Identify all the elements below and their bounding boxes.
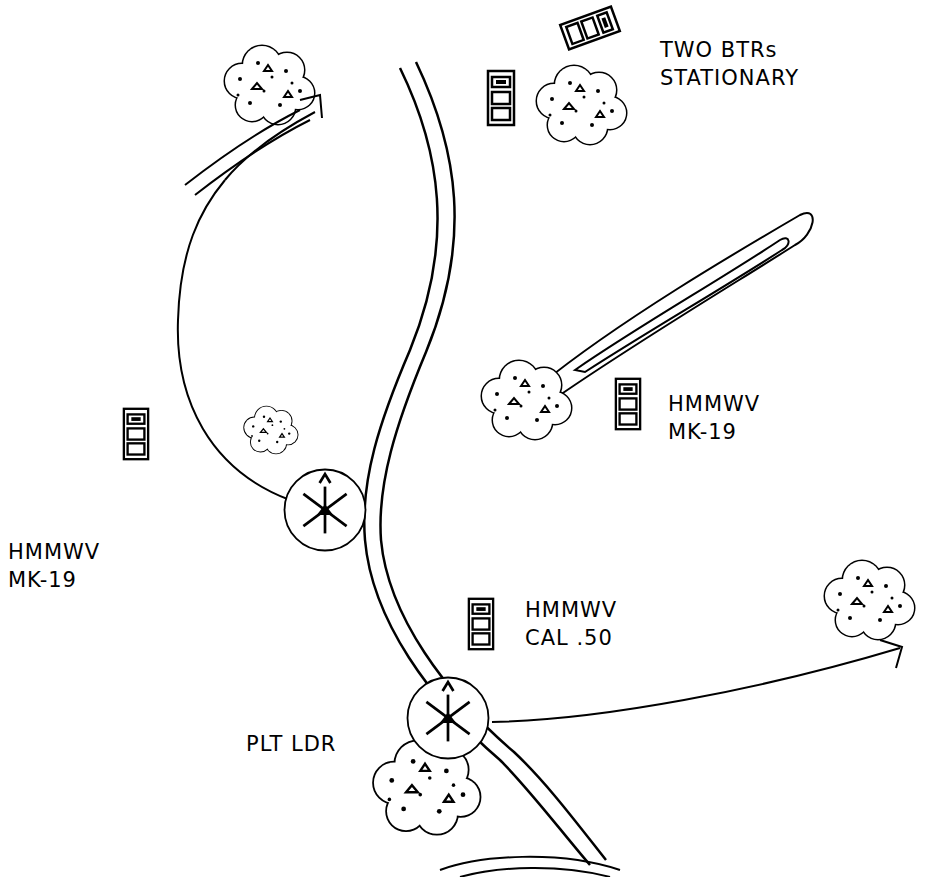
leader-label: PLT LDR <box>246 730 336 758</box>
bush <box>825 561 914 639</box>
bush <box>244 407 297 454</box>
btr-icon <box>560 7 620 50</box>
vehicle-label: HMMWV MK-19 <box>8 538 128 595</box>
bush <box>537 66 626 144</box>
vehicle-label: HMMWV CAL .50 <box>525 596 655 653</box>
enemy-label: TWO BTRs STATIONARY <box>660 36 860 93</box>
btr-icon <box>488 71 514 125</box>
treeline <box>540 213 813 395</box>
helicopter-symbol <box>408 678 489 759</box>
movement-arrow <box>178 95 902 722</box>
bush <box>482 361 571 439</box>
hmmwv-icon <box>469 599 493 649</box>
vehicle-label: HMMWV MK-19 <box>668 390 788 447</box>
road <box>364 62 606 865</box>
road-edge <box>440 857 620 877</box>
hmmwv-icon <box>616 379 640 429</box>
helicopter-symbol <box>285 470 366 551</box>
bush <box>225 46 314 124</box>
hmmwv-icon <box>124 409 148 459</box>
